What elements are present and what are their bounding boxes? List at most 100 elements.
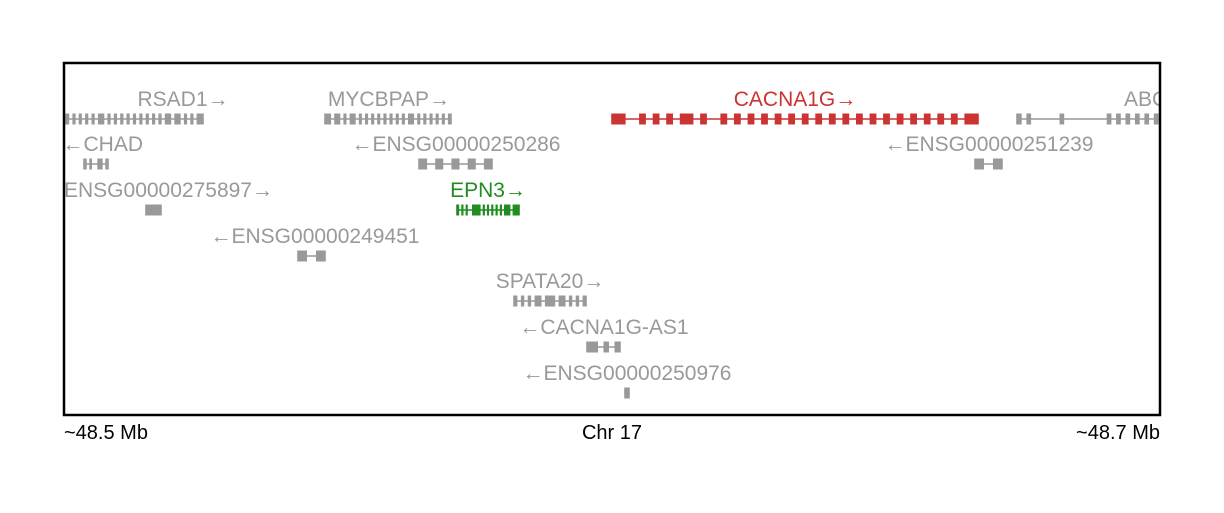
exon-block <box>639 113 646 125</box>
exon-block <box>66 113 70 125</box>
gene-epn3: EPN3→ <box>450 179 526 216</box>
exon-block <box>158 113 162 125</box>
exon-block <box>603 341 609 353</box>
genes-layer: RSAD1→ ←CHAD ENSG00000275897→ MYCBPAP→ ←ENSG… <box>64 88 1168 399</box>
exon-block <box>512 204 519 216</box>
exon-block <box>196 113 203 125</box>
exon-block <box>395 113 399 125</box>
exon-block <box>183 113 188 125</box>
exon-block <box>614 341 620 353</box>
exon-block <box>371 113 375 125</box>
exon-block <box>575 295 580 307</box>
exon-block <box>1125 113 1131 125</box>
exon-block <box>451 158 460 170</box>
exon-block <box>389 113 393 125</box>
exon-block <box>146 204 161 216</box>
exon-block <box>91 113 95 125</box>
exon-block <box>1059 113 1065 125</box>
region-end-label: ~48.7 Mb <box>1076 422 1160 444</box>
exon-block <box>612 113 626 125</box>
exon-block <box>504 204 511 216</box>
exon-block <box>788 113 795 125</box>
exon-block <box>377 113 381 125</box>
gene-label: RSAD1→ <box>137 88 228 111</box>
exon-block <box>568 295 573 307</box>
exon-block <box>174 113 181 125</box>
exon-block <box>89 158 92 170</box>
exon-block <box>97 113 105 125</box>
gene-label: ←ENSG00000251239 <box>885 133 1094 156</box>
exon-block <box>1135 113 1140 125</box>
exon-block <box>316 250 325 262</box>
exon-block <box>700 113 707 125</box>
plot-frame <box>62 61 1162 417</box>
exon-block <box>164 113 172 125</box>
exon-block <box>883 113 890 125</box>
exon-block <box>1163 114 1168 125</box>
gene-label: ENSG00000275897→ <box>64 179 273 202</box>
exon-block <box>558 295 566 307</box>
exon-block <box>120 113 124 125</box>
exon-block <box>298 250 307 262</box>
exon-block <box>527 295 532 307</box>
exon-block <box>152 113 156 125</box>
gene-ensg250976: ←ENSG00000250976 <box>523 362 732 399</box>
exon-block <box>97 158 103 170</box>
exon-block <box>520 295 525 307</box>
exon-block <box>993 158 1002 170</box>
exon-block <box>582 295 586 307</box>
exon-block <box>343 113 347 125</box>
exon-block <box>1116 113 1121 125</box>
exon-block <box>408 113 415 125</box>
gene-cacna1g: CACNA1G→ <box>611 88 979 125</box>
exon-block <box>435 113 439 125</box>
exon-block <box>937 113 945 125</box>
exon-block <box>465 204 468 216</box>
exon-block <box>869 113 877 125</box>
exon-block <box>896 113 904 125</box>
exon-block <box>85 113 89 125</box>
exon-block <box>514 295 518 307</box>
exon-block <box>774 113 782 125</box>
exon-block <box>534 295 542 307</box>
gene-label: MYCBPAP→ <box>328 88 450 111</box>
gene-mycbpap: MYCBPAP→ <box>324 88 452 125</box>
gene-ensg275897: ENSG00000275897→ <box>64 179 273 216</box>
exon-block <box>325 113 332 125</box>
exon-block <box>761 113 768 125</box>
gene-cacna1g_as1: ←CACNA1G-AS1 <box>519 316 689 353</box>
exon-block <box>482 204 485 216</box>
exon-block <box>190 113 194 125</box>
exon-block <box>679 113 694 125</box>
gene-ensg250286: ←ENSG00000250286 <box>352 133 561 170</box>
exon-block <box>419 158 428 170</box>
gene-label: ←ENSG00000250976 <box>523 362 732 385</box>
exon-block <box>423 113 427 125</box>
chromosome-label: Chr 17 <box>582 422 642 444</box>
exon-block <box>720 113 728 125</box>
exon-block <box>544 295 556 307</box>
exon-block <box>975 158 984 170</box>
region-start-label: ~48.5 Mb <box>64 422 148 444</box>
exon-block <box>587 341 598 353</box>
exon-block <box>747 113 755 125</box>
exon-block <box>447 113 451 125</box>
gene-ensg251239: ←ENSG00000251239 <box>885 133 1094 170</box>
exon-block <box>457 204 460 216</box>
exon-block <box>950 113 958 125</box>
exon-block <box>334 113 341 125</box>
exon-block <box>486 204 490 216</box>
exon-block <box>828 113 836 125</box>
gene-chad: ←CHAD <box>65 133 143 170</box>
exon-block <box>1017 113 1022 125</box>
exon-block <box>349 113 356 125</box>
exon-block <box>467 158 476 170</box>
exon-block <box>72 113 76 125</box>
exon-block <box>801 113 809 125</box>
exon-block <box>107 113 111 125</box>
exon-block <box>435 158 444 170</box>
exon-block <box>910 113 917 125</box>
exon-block <box>145 113 149 125</box>
gene-label: EPN3→ <box>450 179 526 202</box>
